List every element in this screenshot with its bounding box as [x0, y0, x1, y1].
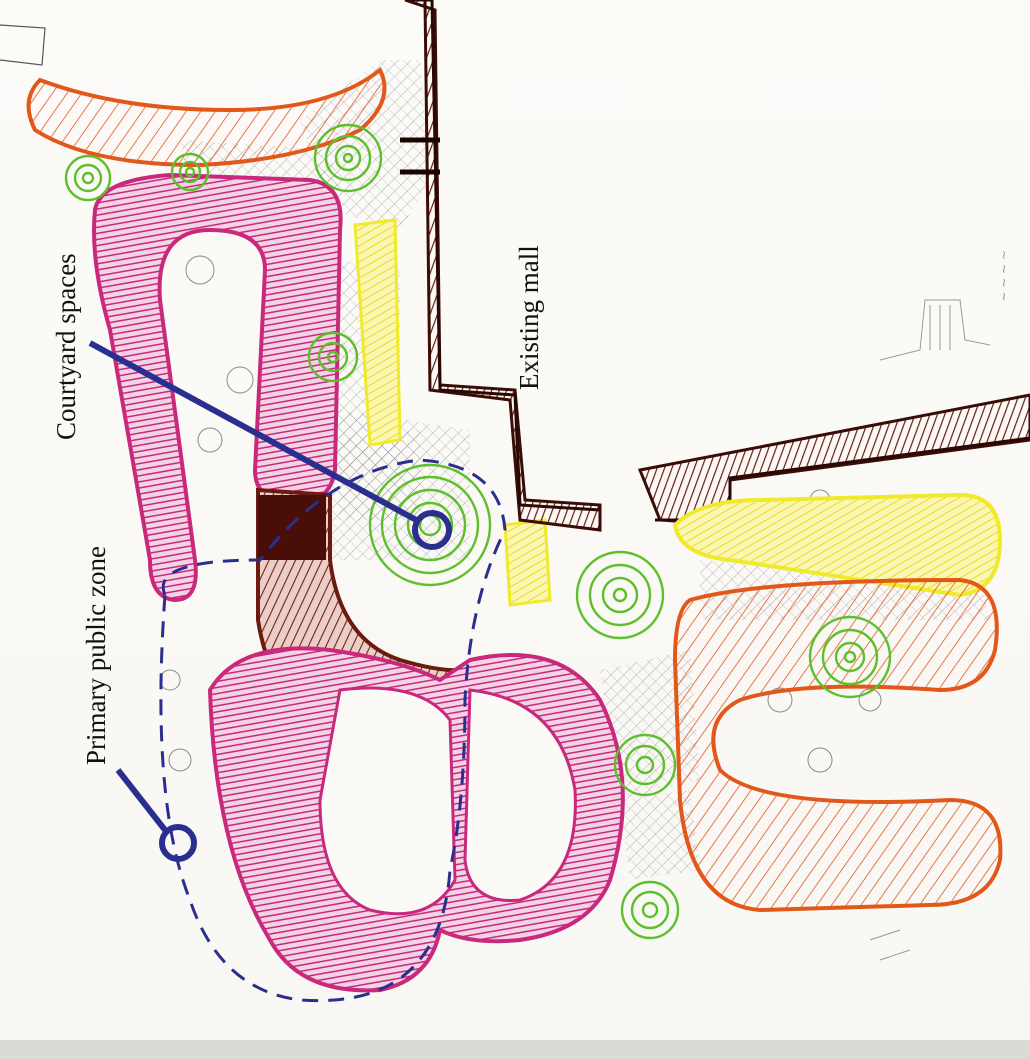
- building-right-orange: [675, 580, 1000, 910]
- tree-6: [577, 552, 663, 638]
- paper-bottom-edge: [0, 1040, 1030, 1059]
- tree-1: [66, 156, 110, 200]
- paper-corner-mark: [0, 25, 45, 65]
- existing-mall-outline: [400, 0, 1030, 530]
- yellow-small-patch: [505, 520, 550, 605]
- label-existing-mall: Existing mall: [514, 245, 544, 390]
- handwritten-note: ~ ~ ~ ~: [997, 250, 1011, 302]
- inner-courtyard-left: [320, 688, 455, 914]
- public-zone-leader: [118, 770, 194, 859]
- label-primary-public-zone: Primary public zone: [81, 546, 111, 765]
- label-courtyard-spaces: Courtyard spaces: [51, 253, 81, 440]
- tree-9: [622, 882, 678, 938]
